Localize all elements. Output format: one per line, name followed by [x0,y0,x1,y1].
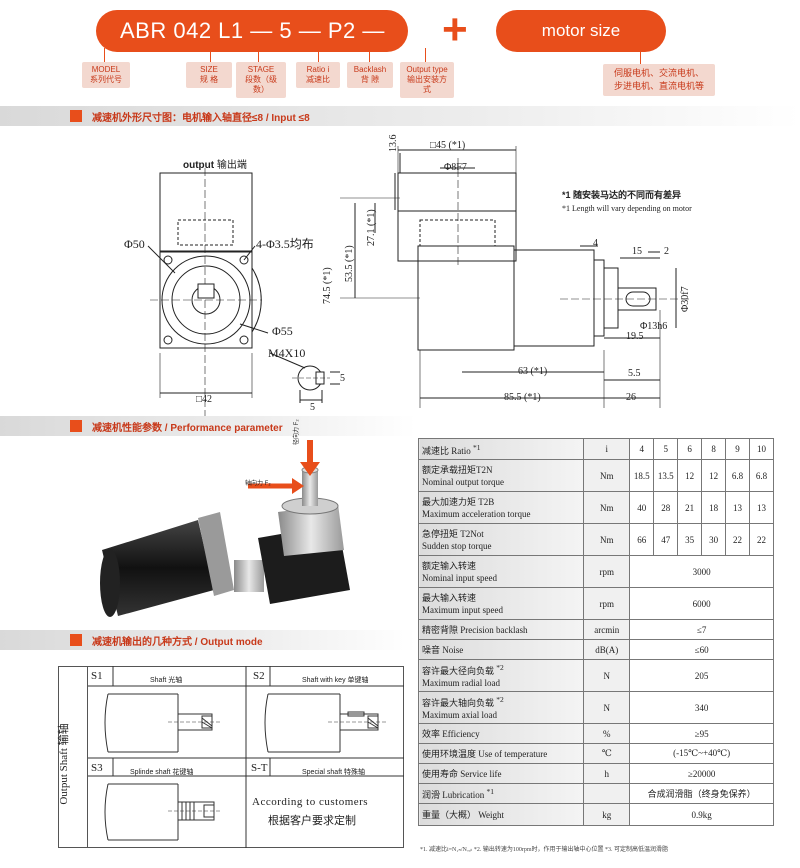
radial-force-label: 径向力 F₂ [294,419,300,445]
mode-desc-s2: Shaft with key 单键轴 [302,677,369,684]
leader-line [369,48,370,62]
dim-phi50: Φ50 [124,237,145,251]
dimension-drawing [147,146,690,418]
front-output-housing [159,172,253,252]
section-marker-icon [70,420,82,432]
dim-phi13h6: Φ13h6 [640,321,668,332]
side-motor-body [417,245,515,351]
note-en: *1 Length will vary depending on motor [562,204,692,213]
side-output-housing [397,172,517,212]
dim-74-5: 74.5 (*1) [322,267,333,304]
dim-53-5: 53.5 (*1) [344,245,355,282]
leader-line [425,48,426,62]
custom-cn: 根据客户要求定制 [268,815,356,827]
table-footnote: *1. 减速比i=N₁ₙ/Nₒᵤₜ *2. 输出转速为100rpm时，作用于输出… [420,847,668,853]
section-title: 减速机外形尺寸图：电机输入轴直径≤8 / Input ≤8 [92,113,310,124]
table-row: 使用环境温度 Use of temperature ℃ (-15℃~+40℃) [417,743,774,764]
dim-phi55: Φ55 [272,324,293,338]
section-bar-dimensions: 减速机外形尺寸图：电机输入轴直径≤8 / Input ≤8 [0,106,800,126]
leader-line [258,48,259,62]
dim-63: 63 (*1) [518,366,548,377]
dim-5-5: 5.5 [628,368,641,379]
section-title: 减速机输出的几种方式 / Output mode [92,637,263,648]
dim-m4x10: M4X10 [268,346,306,360]
dim-sq45: □45 (*1) [430,140,466,151]
dim-sq42: □42 [196,394,213,405]
mode-desc-st: Special shaft 特殊轴 [302,769,366,776]
plus-icon: + [442,5,468,54]
mode-code-s2: S2 [253,670,265,682]
dim-phi8f7: Φ8F7 [444,162,467,173]
output-label: output 输出端 [183,160,247,171]
dim-2: 2 [664,246,669,257]
mode-desc-s3: Splinde shaft 花键轴 [130,769,194,776]
mode-code-s1: S1 [91,670,103,682]
dim-27-1: 27.1 (*1) [366,209,377,246]
custom-en: According to customers [252,796,369,808]
motor-types-tag: 伺服电机、交流电机、步进电机、直流电机等 [603,64,715,96]
motor-size-pill: motor size [496,10,666,52]
section-bar-output-mode: 减速机输出的几种方式 / Output mode [0,630,416,650]
section-title: 减速机性能参数 / Performance parameter [92,423,283,434]
gearbox-photo [100,440,350,617]
mode-code-st: S-T [251,762,268,774]
dim-13-6: 13.6 [388,134,399,153]
section-bar-performance: 减速机性能参数 / Performance parameter [0,416,416,436]
table-row: 使用寿命 Service life h ≥20000 [417,763,774,784]
output-mode-drawings [88,666,404,848]
axial-force-label: 轴向力 F₂ [245,481,271,487]
section-marker-icon [70,110,82,122]
note-cn: *1 随安装马达的不同而有差异 [562,190,682,200]
table-row: 重量（大概） Weight kg 0.9kg [417,803,774,826]
dim-26: 26 [626,392,636,403]
dim-19-5: 19.5 [626,331,644,342]
output-mode-side [58,666,88,848]
dim-4: 4 [593,238,598,249]
leader-line [210,48,211,62]
leader-line [640,50,641,64]
table-row: 润滑 Lubrication *1 合成润滑脂（终身免保养） [417,783,774,804]
table-row-ratio: 减速比 Ratio *1 i 4 5 6 8 9 10 [417,438,774,460]
model-code-pill: ABR 042 L1 — 5 — P2 — S2 [96,10,408,85]
dim-phi30f7: Φ30f7 [680,286,691,312]
dim-15: 15 [632,246,642,257]
mode-code-s3: S3 [91,762,103,774]
leader-line [318,48,319,62]
table-row: 效率 Efficiency % ≥95 [417,723,774,744]
dim-holes: 4-Φ3.5均布 [256,237,314,251]
dim-5b: 5 [310,402,315,413]
leader-line [104,48,105,62]
dim-85-5: 85.5 (*1) [504,392,541,403]
section-marker-icon [70,634,82,646]
table-row: 噪音 Noise dB(A) ≤60 [417,639,774,660]
table-row: 精密背隙 Precision backlash arcmin ≤7 [417,619,774,640]
mode-desc-s1: Shaft 光轴 [150,677,183,684]
dim-5a: 5 [340,373,345,384]
output-mode-box [58,666,404,848]
